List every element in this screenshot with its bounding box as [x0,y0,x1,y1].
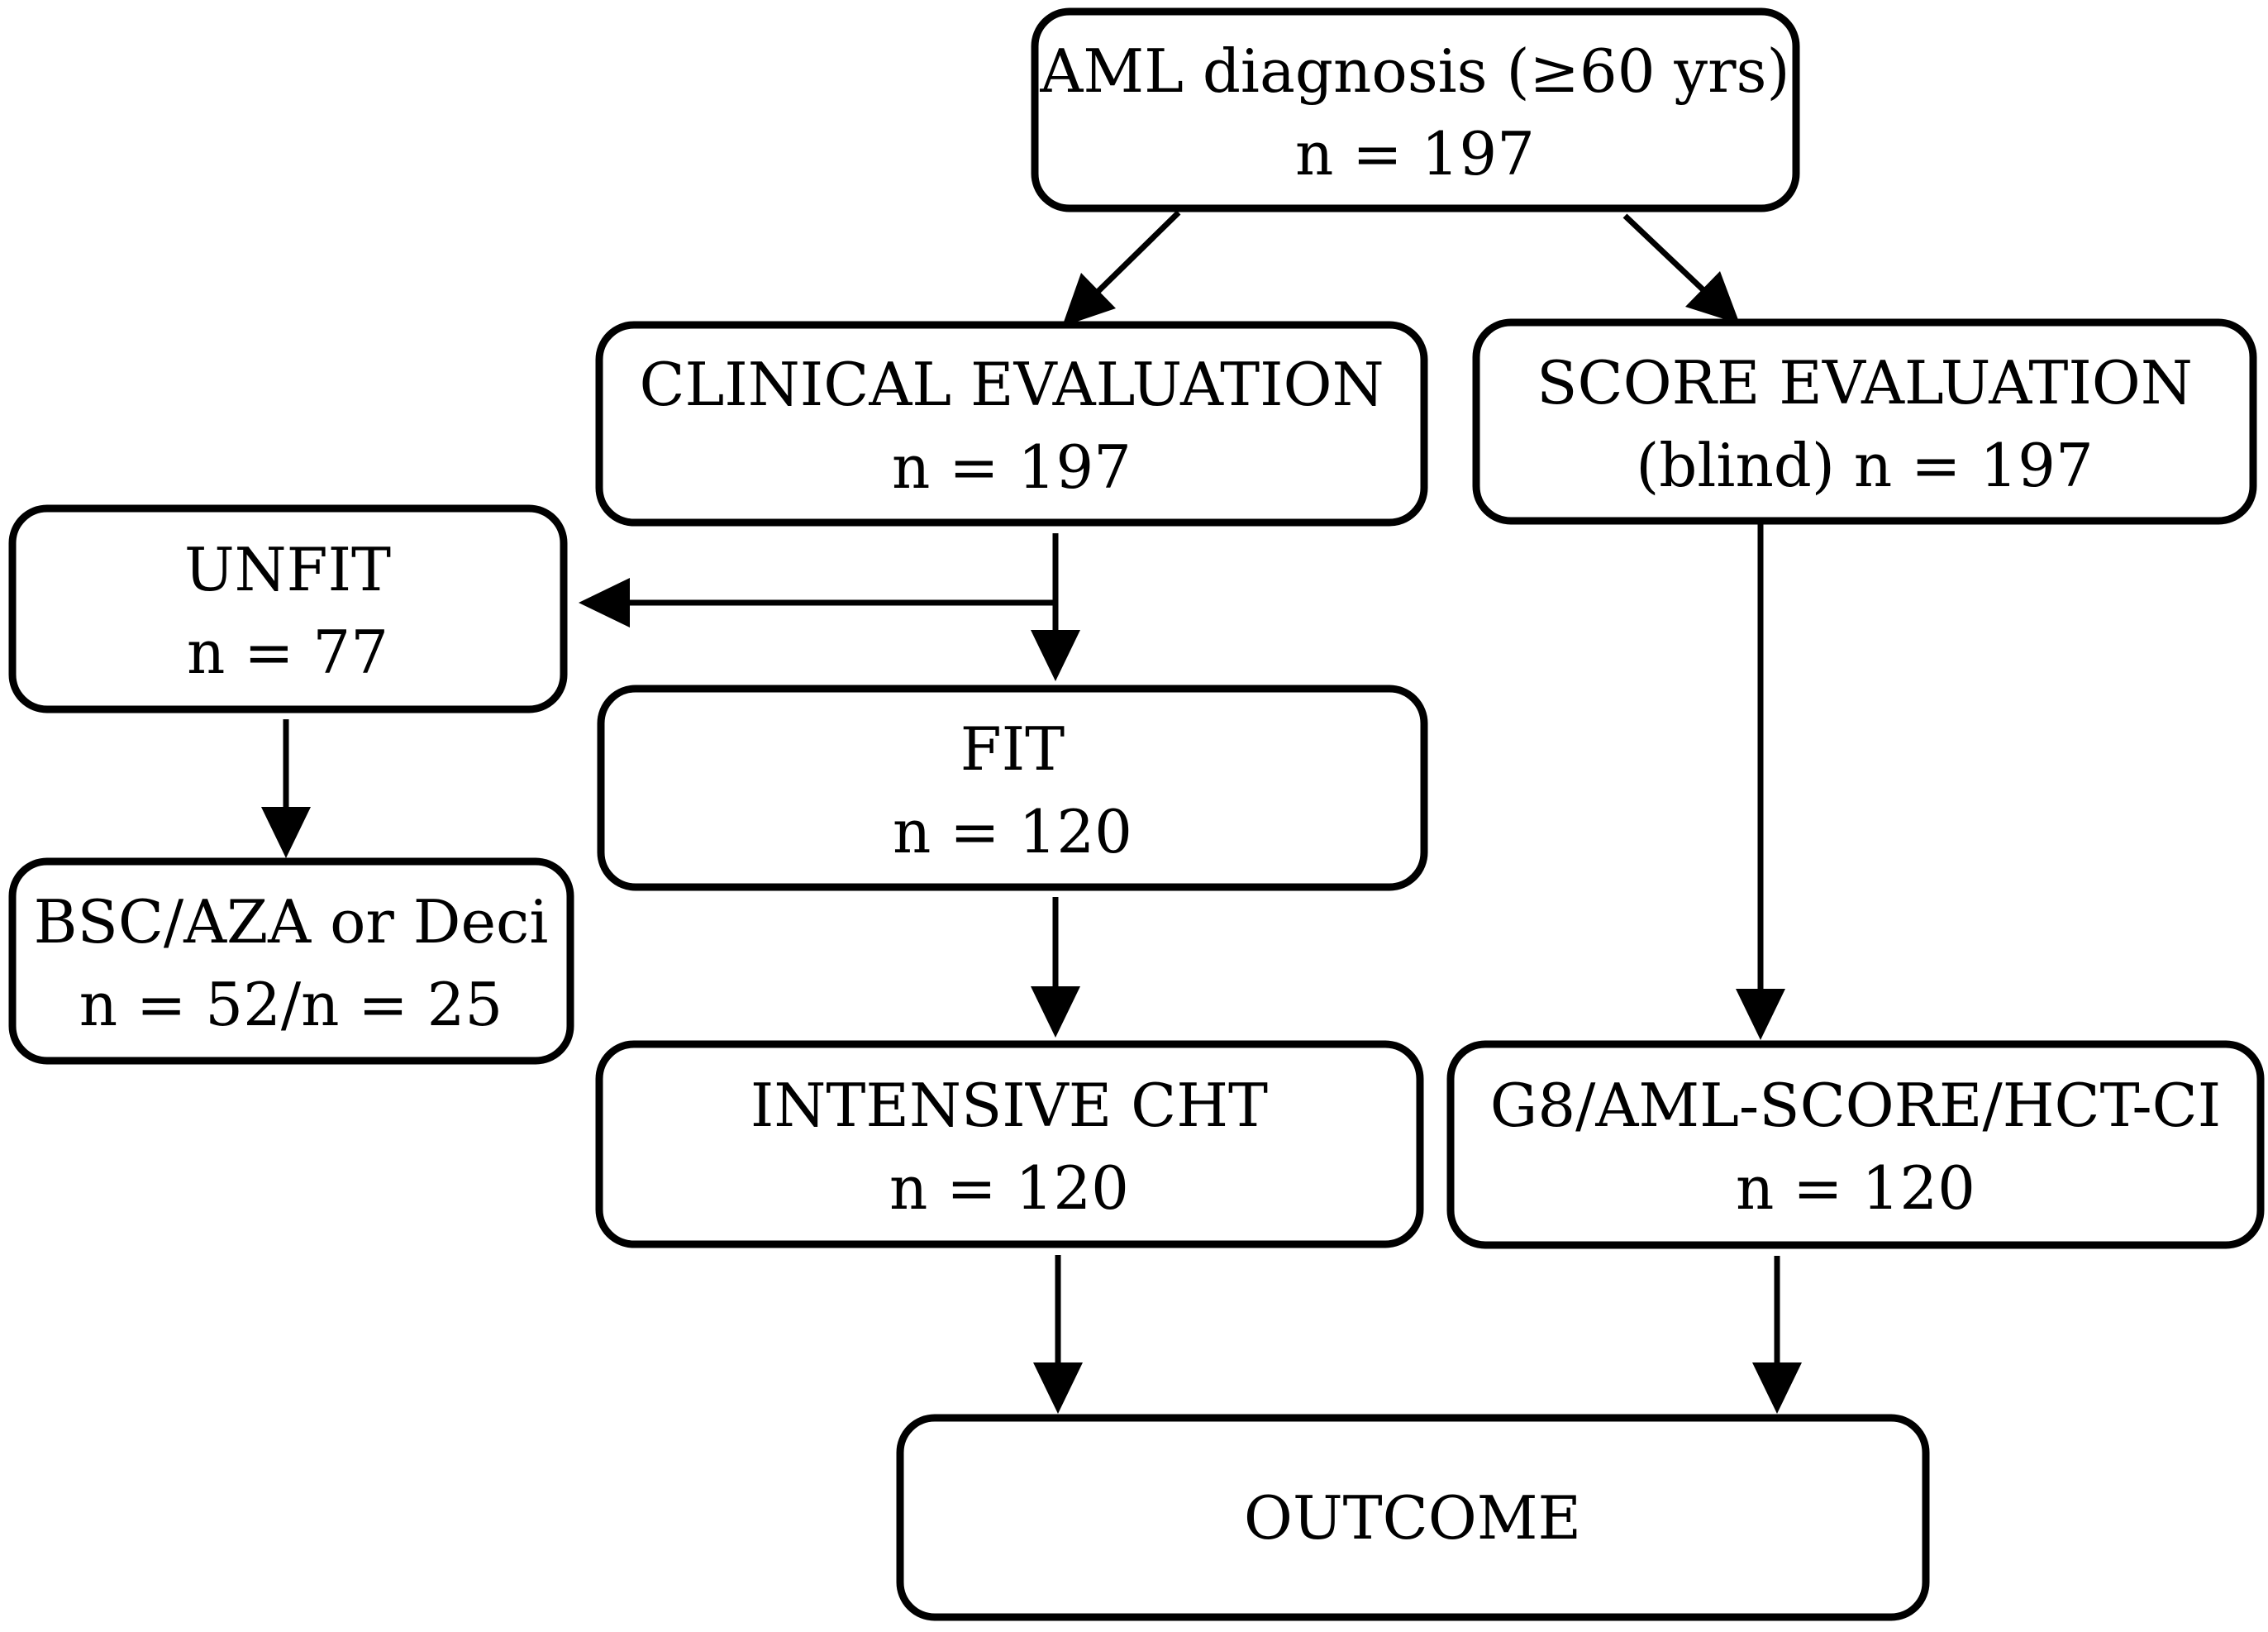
node-g8-aml-score-hct-ci: G8/AML-SCORE/HCT-CI n = 120 [1446,1040,2265,1249]
node-outcome-box [896,1414,1930,1621]
node-score-evaluation-line1: SCORE EVALUATION [1537,348,2193,418]
arrowhead-icon [1062,273,1116,327]
edge-g8-to-outcome [1752,1256,1802,1414]
edge-aml-to-clinical-line [1096,210,1181,293]
node-bsc-aza-deci-line1: BSC/AZA or Deci [34,887,549,957]
node-bsc-aza-deci-box [8,857,574,1065]
node-aml-diagnosis-box [1031,7,1800,212]
node-clinical-evaluation: CLINICAL EVALUATION n = 197 [595,321,1428,527]
edge-clinical-to-unfit [579,578,1055,628]
arrowhead-icon [1685,271,1740,324]
node-aml-diagnosis-line2: n = 197 [1295,119,1535,188]
node-bsc-aza-deci: BSC/AZA or Deci n = 52/n = 25 [8,857,574,1065]
node-fit-line2: n = 120 [893,797,1132,866]
node-intensive-cht-line1: INTENSIVE CHT [750,1071,1268,1140]
node-fit: FIT n = 120 [597,685,1428,891]
node-clinical-evaluation-box [595,321,1428,527]
node-g8-aml-score-hct-ci-line2: n = 120 [1736,1153,1975,1223]
node-g8-aml-score-hct-ci-box [1446,1040,2265,1249]
node-score-evaluation-line2: (blind) n = 197 [1636,431,2094,500]
node-clinical-evaluation-line2: n = 197 [892,432,1132,502]
edge-clinical-to-fit [1031,533,1080,681]
node-aml-diagnosis-line1: AML diagnosis (≥60 yrs) [1039,36,1789,106]
node-aml-diagnosis: AML diagnosis (≥60 yrs) n = 197 [1031,7,1800,212]
node-unfit-box [8,504,568,713]
arrowhead-icon [1031,986,1080,1038]
edge-intensive-to-outcome [1033,1255,1083,1414]
arrowhead-icon [1033,1362,1083,1414]
node-score-evaluation-box [1472,318,2257,525]
node-unfit-line1: UNFIT [184,535,391,604]
edge-aml-to-clinical [1062,210,1181,327]
arrowhead-icon [579,578,630,628]
edge-fit-to-intensive [1031,897,1080,1038]
arrowhead-icon [1752,1362,1802,1414]
edge-aml-to-score-line [1622,213,1705,292]
edge-unfit-to-bsc [261,719,311,858]
node-clinical-evaluation-line1: CLINICAL EVALUATION [639,350,1384,419]
node-outcome: OUTCOME [896,1414,1930,1621]
node-fit-line1: FIT [960,714,1065,784]
node-intensive-cht-line2: n = 120 [889,1153,1129,1223]
node-bsc-aza-deci-line2: n = 52/n = 25 [79,970,503,1039]
arrowhead-icon [261,807,311,858]
node-fit-box [597,685,1428,891]
node-outcome-line1: OUTCOME [1244,1483,1581,1553]
node-unfit: UNFIT n = 77 [8,504,568,713]
arrowhead-icon [1031,630,1080,681]
node-intensive-cht-box [595,1040,1424,1248]
arrowhead-icon [1736,989,1785,1040]
edge-aml-to-score [1622,213,1740,324]
node-g8-aml-score-hct-ci-line1: G8/AML-SCORE/HCT-CI [1490,1071,2221,1140]
node-intensive-cht: INTENSIVE CHT n = 120 [595,1040,1424,1248]
edge-score-to-g8 [1736,524,1785,1040]
node-score-evaluation: SCORE EVALUATION (blind) n = 197 [1472,318,2257,525]
node-unfit-line2: n = 77 [187,618,388,687]
